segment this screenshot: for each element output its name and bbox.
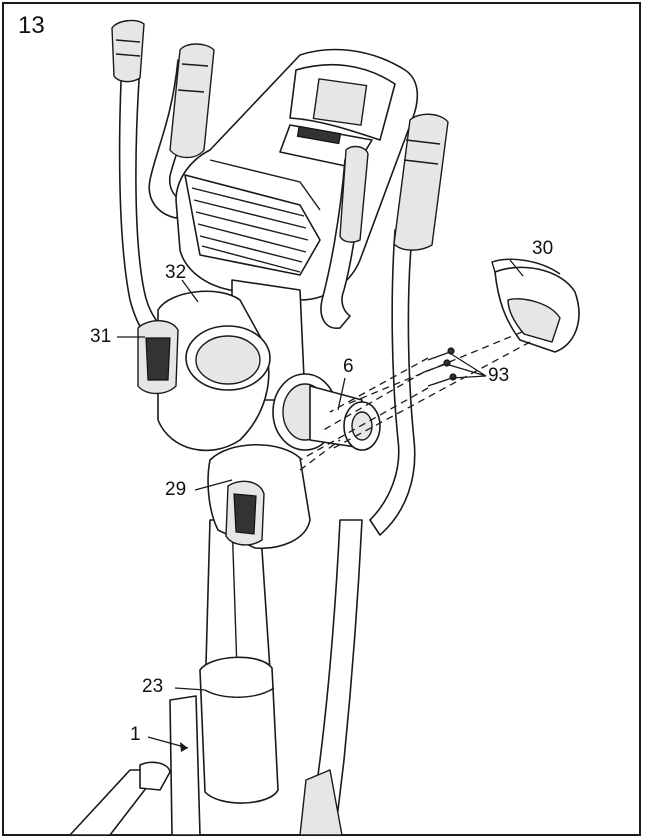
left-handlebar	[148, 43, 215, 219]
assembly-guides	[299, 331, 531, 471]
callout-6: 6	[343, 356, 354, 377]
mast-collar	[199, 656, 279, 804]
callout-31: 31	[90, 326, 112, 347]
side-cover	[491, 258, 580, 353]
lower-shroud	[207, 443, 311, 550]
callout-30: 30	[532, 238, 554, 259]
callout-23: 23	[142, 676, 164, 697]
leader-lines	[117, 259, 524, 752]
callout-32: 32	[165, 262, 187, 283]
right-handlebar	[320, 145, 369, 329]
right-upper-arm	[299, 113, 449, 836]
callout-29: 29	[165, 479, 187, 500]
step-number: 13	[18, 12, 45, 39]
pivot-flange	[272, 373, 381, 451]
base-frame	[69, 695, 201, 836]
callout-93: 93	[488, 365, 510, 386]
callout-1: 1	[130, 724, 141, 745]
console	[175, 48, 419, 304]
water-bottle-holder	[137, 290, 271, 452]
